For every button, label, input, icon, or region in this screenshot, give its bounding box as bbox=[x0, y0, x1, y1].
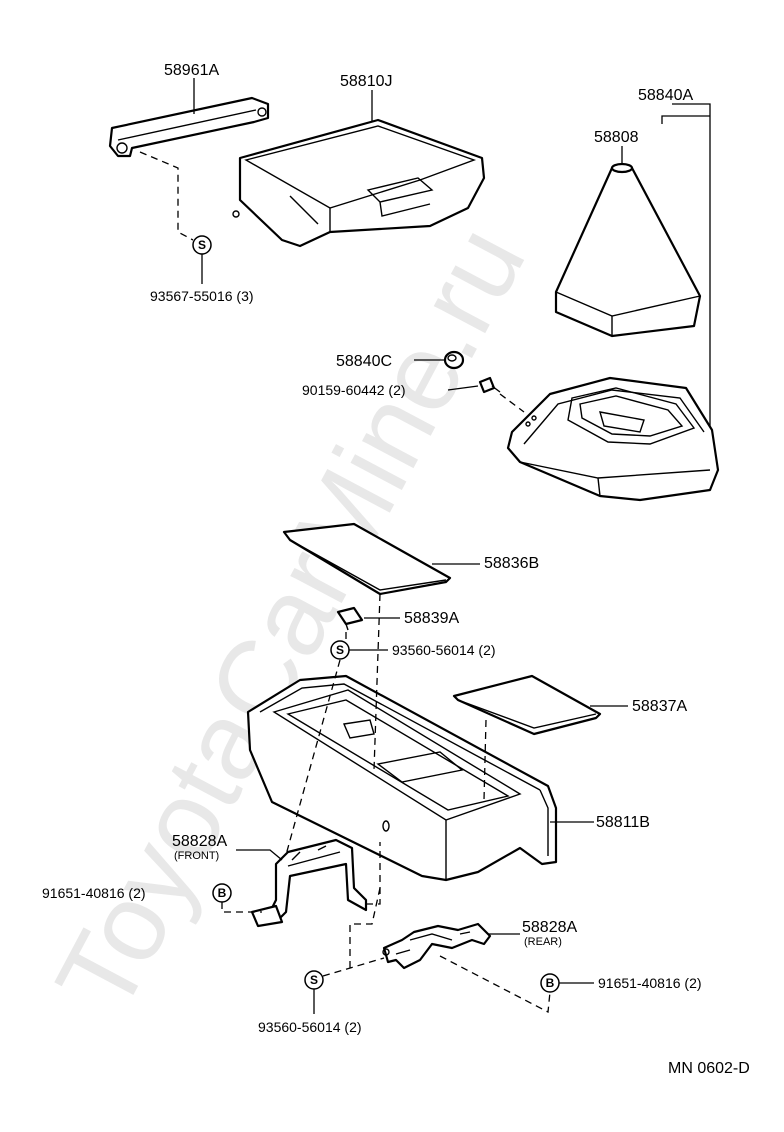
dash-front-bracket-console bbox=[366, 842, 381, 905]
part-58839A-clip bbox=[336, 606, 364, 631]
part-58828A-rear-bracket bbox=[382, 922, 492, 970]
s-symbol-93567-letter: S bbox=[198, 238, 206, 252]
part-58808-shift-boot bbox=[554, 162, 702, 338]
label-91651-40816-right: 91651-40816 (2) bbox=[598, 975, 702, 991]
label-rear-note: (REAR) bbox=[524, 936, 562, 948]
part-90159-screw bbox=[478, 376, 501, 394]
dash-58961A-screw bbox=[139, 151, 194, 241]
label-58808: 58808 bbox=[594, 129, 639, 146]
part-58837A-pad bbox=[452, 674, 602, 736]
dash-clip-console bbox=[283, 632, 347, 863]
footer-code: MN 0602-D bbox=[668, 1060, 750, 1077]
b-symbol-91651-right-letter: B bbox=[546, 976, 555, 990]
part-58840A-shift-bezel bbox=[506, 376, 720, 502]
label-58839A: 58839A bbox=[404, 610, 459, 627]
part-58810J-box bbox=[232, 118, 486, 248]
watermark: ToyotaCarMine.ru bbox=[33, 207, 549, 1031]
label-58961A: 58961A bbox=[164, 62, 219, 79]
dash-lid-console bbox=[373, 593, 381, 771]
label-58840A: 58840A bbox=[638, 87, 693, 104]
leader-58828A-front bbox=[236, 849, 283, 861]
label-58811B: 58811B bbox=[596, 814, 650, 831]
dash-90159-bezel bbox=[499, 393, 525, 413]
label-90159-60442: 90159-60442 (2) bbox=[302, 382, 406, 398]
dash-93560-lower bbox=[322, 887, 385, 977]
s-symbol-93560-upper-letter: S bbox=[336, 643, 344, 657]
label-58828A-front: 58828A bbox=[172, 833, 227, 850]
part-58961A-bracket bbox=[108, 96, 270, 158]
label-93560-56014-upper: 93560-56014 (2) bbox=[392, 642, 496, 658]
part-58836B-lid bbox=[282, 522, 452, 596]
b-symbol-91651-left-letter: B bbox=[218, 886, 227, 900]
part-58828A-front-bracket bbox=[250, 838, 368, 928]
leader-90159 bbox=[447, 385, 479, 391]
label-front-note: (FRONT) bbox=[174, 850, 219, 862]
s-symbol-93560-lower-letter: S bbox=[310, 973, 318, 987]
dash-91651-right bbox=[439, 955, 551, 1014]
label-58810J: 58810J bbox=[340, 73, 393, 90]
label-58837A: 58837A bbox=[632, 698, 687, 715]
label-58828A-rear: 58828A bbox=[522, 919, 577, 936]
part-58840C-plug bbox=[443, 350, 465, 370]
dash-pad-console bbox=[483, 719, 487, 801]
label-93560-56014-lower: 93560-56014 (2) bbox=[258, 1019, 362, 1035]
label-91651-40816-left: 91651-40816 (2) bbox=[42, 885, 146, 901]
dash-91651-left bbox=[221, 902, 262, 913]
label-58840C: 58840C bbox=[336, 353, 392, 370]
label-58836B: 58836B bbox=[484, 555, 539, 572]
label-93567-55016: 93567-55016 (3) bbox=[150, 288, 254, 304]
